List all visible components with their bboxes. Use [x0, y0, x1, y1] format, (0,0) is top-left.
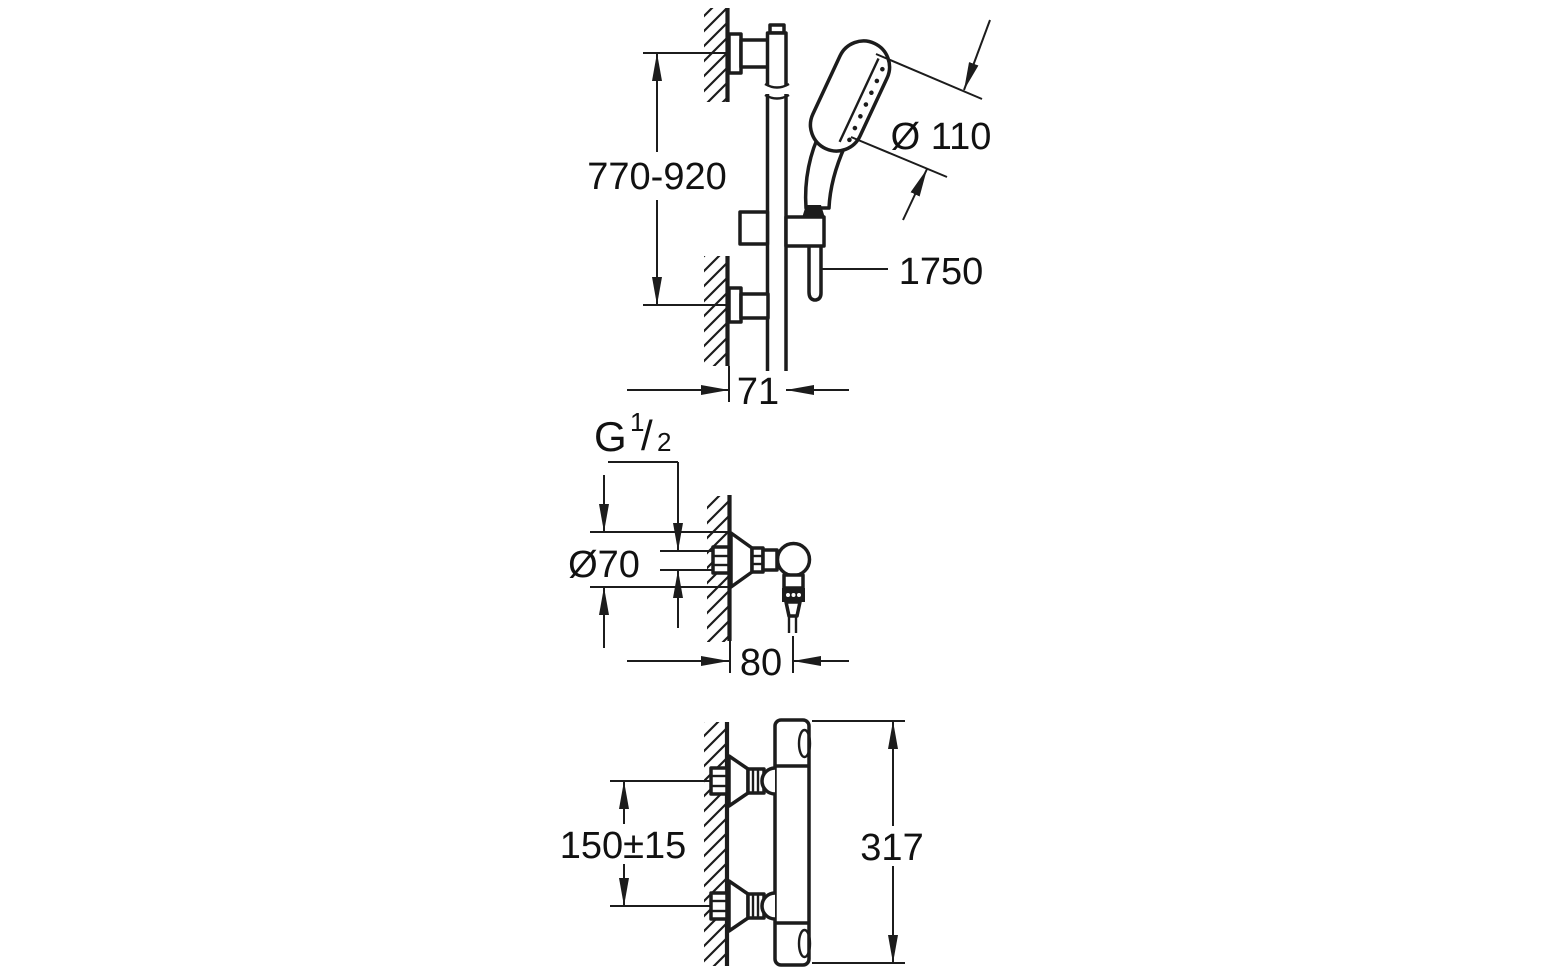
shower-hose: [807, 246, 823, 302]
view-mixer-side: G 1 / 2: [568, 407, 849, 684]
thread-label: G 1 / 2: [594, 407, 671, 460]
dim-escutcheon-diameter: Ø70: [568, 475, 731, 648]
valve-body: [761, 548, 779, 572]
dim-hose-length: 1750: [821, 251, 983, 293]
thread-label-sub: 2: [657, 427, 671, 457]
inlet-connection-top: [709, 754, 776, 808]
hand-shower-face: [838, 58, 880, 143]
dim-label-height-range: 770-920: [587, 156, 726, 198]
valve-knob: [775, 541, 812, 578]
bottom-knob-edge: [797, 928, 812, 959]
hand-shower: [802, 39, 892, 218]
escutcheon-cone: [729, 531, 754, 589]
hand-shower-head: [808, 39, 892, 153]
dim-inlet-spacing: 150±15: [560, 780, 711, 907]
dim-head-diameter: Ø 110: [850, 19, 992, 221]
dim-label-wall-offset: 80: [740, 642, 782, 684]
rail-break-mark: [764, 82, 790, 100]
view-shower-rail-front: 770-920 Ø 110 1750 71: [587, 8, 991, 413]
dim-rail-offset: 71: [627, 362, 849, 413]
dim-thread: [608, 461, 714, 628]
glide-holder: [738, 210, 826, 248]
top-knob-edge: [797, 728, 812, 759]
thermostat-body: [773, 718, 812, 967]
outlet-neck: [782, 573, 805, 590]
rail-top-bracket: [727, 32, 770, 75]
thread-label-g: G: [594, 413, 627, 460]
rail-bottom-bracket: [727, 286, 770, 324]
dim-label-hose-length: 1750: [899, 251, 984, 293]
mixer-valve-side: [711, 531, 812, 633]
dim-label-escutcheon-diameter: Ø70: [568, 544, 640, 586]
dim-wall-offset: 80: [627, 636, 849, 684]
wall-hatching-top: [704, 8, 730, 102]
inlet-connection-bottom: [709, 879, 776, 933]
dim-height-range: 770-920: [587, 52, 727, 306]
dim-overall-height: 317: [812, 720, 924, 964]
view-mixer-front: 150±15 317: [560, 718, 924, 967]
wall-hatching-bottom: [704, 256, 730, 366]
thread-label-sup: 1: [630, 407, 644, 437]
wall-hatching-lower: [704, 722, 730, 966]
spray-nozzles: [847, 66, 885, 143]
dim-label-rail-offset: 71: [737, 371, 779, 413]
dim-label-head-diameter: Ø 110: [891, 116, 992, 158]
wall-union-nut: [711, 545, 731, 575]
handle-cone: [802, 205, 825, 218]
thread-label-slash: /: [641, 412, 653, 459]
dim-label-overall-height: 317: [860, 827, 923, 869]
hose-taper: [784, 600, 802, 618]
dim-label-inlet-spacing: 150±15: [560, 825, 687, 867]
